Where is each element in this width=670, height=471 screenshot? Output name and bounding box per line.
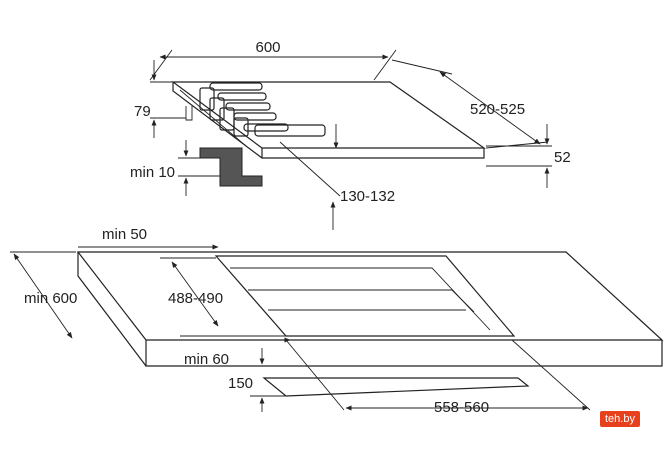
hob-inner-line xyxy=(179,89,247,147)
cutout-inner-mid xyxy=(248,289,475,313)
dim-488-490-label: 488-490 xyxy=(168,290,223,307)
cutout-inner-top xyxy=(230,267,491,331)
bottom-panel xyxy=(262,377,530,397)
dim-52-label: 52 xyxy=(554,149,571,166)
dim-min-600: min 600 xyxy=(10,251,77,339)
dim-min-50-label: min 50 xyxy=(102,226,147,243)
hob-controls xyxy=(199,82,326,137)
dim-558-560-label: 558-560 xyxy=(434,399,489,416)
dim-130-132: 130-132 xyxy=(279,124,395,230)
dim-min-50: min 50 xyxy=(78,226,219,250)
countertop-front-edge xyxy=(145,340,663,367)
mounting-bracket xyxy=(199,147,263,187)
hob-drawing xyxy=(171,81,486,187)
countertop-drawing xyxy=(76,251,664,397)
dim-520-525-label: 520-525 xyxy=(470,101,525,118)
dim-min-600-label: min 600 xyxy=(24,290,77,307)
dim-130-132-label: 130-132 xyxy=(340,188,395,205)
hob-left-edge xyxy=(172,82,263,159)
dim-52: 52 xyxy=(486,124,571,188)
dim-488-490: 488-490 xyxy=(160,257,223,327)
dim-600: 600 xyxy=(149,39,397,81)
hob-front-edge xyxy=(261,148,485,159)
dim-min-10-label: min 10 xyxy=(130,164,175,181)
dim-520-525: 520-525 xyxy=(391,59,549,149)
dim-79-label: 79 xyxy=(134,103,151,120)
dim-558-560: 558-560 xyxy=(285,339,591,416)
watermark-badge: teh.by xyxy=(600,411,640,427)
hob-leg xyxy=(185,106,193,121)
dim-min-60: min 60 xyxy=(180,335,291,368)
dim-600-label: 600 xyxy=(255,39,280,56)
dim-150-label: 150 xyxy=(228,375,253,392)
countertop-left-edge xyxy=(77,252,147,367)
dim-min-10: min 10 xyxy=(130,140,220,196)
countertop-surface xyxy=(76,251,664,341)
dim-min-60-label: min 60 xyxy=(184,351,229,368)
dim-79: 79 xyxy=(134,60,186,138)
dim-150: 150 xyxy=(228,348,286,412)
cutout-outer xyxy=(214,255,516,337)
